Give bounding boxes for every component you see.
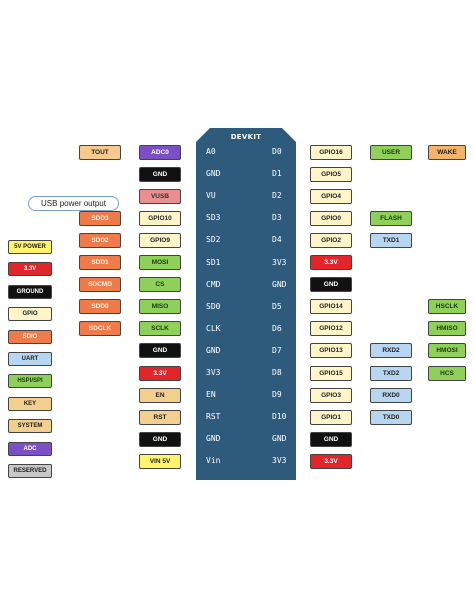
legend-item-ground: GROUND [8, 284, 52, 299]
pin-name-left-gnd: GND [206, 169, 221, 179]
pin-label-sdd0: SDD0 [79, 299, 121, 315]
pin-name-right-3v3: 3V3 [272, 456, 287, 466]
pin-label-hmiso: HMISO [428, 321, 466, 337]
pin-label-rst: RST [139, 409, 181, 425]
pin-label-hsclk: HSCLK [428, 299, 466, 315]
legend-item-5v-power: 5V POWER [8, 240, 52, 254]
pin-label-gpio14: GPIO14 [310, 299, 352, 315]
pin-label-cs: CS [139, 277, 181, 293]
legend-item-3-3v: 3.3V [8, 262, 52, 277]
pin-name-left-sd3: SD3 [206, 213, 221, 223]
pin-label-gpio2: GPIO2 [310, 232, 352, 248]
pin-label-gpio4: GPIO4 [310, 188, 352, 204]
pin-name-left-vu: VU [206, 191, 216, 201]
legend-item-gpio: GPIO [8, 307, 52, 322]
pin-label-gpio10: GPIO10 [139, 210, 181, 226]
pin-name-right-gnd: GND [272, 279, 287, 289]
pin-label-3-3v: 3.3V [310, 453, 352, 469]
pin-label-rxd2: RXD2 [370, 343, 412, 359]
pin-label-txd2: TXD2 [370, 365, 412, 381]
legend-item-uart: UART [8, 352, 52, 366]
pin-name-right-d9: D9 [272, 390, 282, 400]
pin-label-txd1: TXD1 [370, 232, 412, 248]
pin-name-right-d0: D0 [272, 147, 282, 156]
pin-label-gpio12: GPIO12 [310, 321, 352, 337]
legend-item-key: KEY [8, 396, 52, 411]
pin-label-gpio0: GPIO0 [310, 210, 352, 226]
pin-name-left-sd0: SD0 [206, 301, 221, 311]
pin-name-left-3v3: 3V3 [206, 368, 221, 377]
legend-item-reserved: RESERVED [8, 464, 52, 478]
pin-label-adc0: ADC0 [139, 144, 181, 160]
legend-item-sdio: SDIO [8, 329, 52, 344]
pin-name-right-d1: D1 [272, 169, 282, 179]
pin-name-left-sd1: SD1 [206, 257, 221, 267]
pin-label-txd0: TXD0 [370, 409, 412, 425]
pin-label-hcs: HCS [428, 365, 466, 381]
pin-label-gnd: GND [310, 431, 352, 447]
pin-name-left-vin: Vin [206, 456, 221, 466]
pin-label-gpio3: GPIO3 [310, 387, 352, 403]
pin-name-right-d2: D2 [272, 191, 282, 201]
pin-label-sdcmd: SDCMD [79, 277, 121, 293]
usb-power-note: USB power output [28, 196, 119, 211]
pin-label-gpio1: GPIO1 [310, 409, 352, 425]
pin-name-right-d8: D8 [272, 368, 282, 377]
pin-label-gpio13: GPIO13 [310, 343, 352, 359]
pin-label-gnd: GND [310, 277, 352, 293]
pin-label-3-3v: 3.3V [139, 365, 181, 381]
pin-name-right-d4: D4 [272, 235, 282, 245]
pin-name-left-clk: CLK [206, 323, 221, 333]
pin-name-left-en: EN [206, 390, 216, 400]
pin-label-gpio9: GPIO9 [139, 232, 181, 248]
pin-label-vusb: VUSB [139, 188, 181, 204]
pin-label-flash: FLASH [370, 210, 412, 226]
pin-label-sdd3: SDD3 [79, 210, 121, 226]
pin-label-en: EN [139, 387, 181, 403]
pin-label-gpio5: GPIO5 [310, 166, 352, 182]
legend-item-system: SYSTEM [8, 419, 52, 434]
pin-name-right-d3: D3 [272, 213, 282, 223]
pin-label-gnd: GND [139, 343, 181, 359]
pin-label-tout: TOUT [79, 144, 121, 160]
pin-label-gpio16: GPIO16 [310, 144, 352, 160]
pin-name-right-d6: D6 [272, 323, 282, 333]
pin-label-sdclk: SDCLK [79, 321, 121, 337]
legend-item-hspi-spi: HSPI/SPI [8, 374, 52, 389]
pin-name-left-sd2: SD2 [206, 235, 221, 245]
pin-label-sclk: SCLK [139, 321, 181, 337]
pin-label-gnd: GND [139, 431, 181, 447]
pin-label-vin-5v: VIN 5V [139, 453, 181, 469]
pin-label-wake: WAKE [428, 144, 466, 160]
pin-label-miso: MISO [139, 299, 181, 315]
pin-label-gpio15: GPIO15 [310, 365, 352, 381]
pin-name-left-gnd: GND [206, 434, 221, 444]
pin-label-sdd2: SDD2 [79, 232, 121, 248]
pin-label-hmosi: HMOSI [428, 343, 466, 359]
pin-name-right-d7: D7 [272, 345, 282, 355]
pin-name-right-d10: D10 [272, 412, 287, 422]
pin-label-gnd: GND [139, 166, 181, 182]
pin-label-mosi: MOSI [139, 255, 181, 270]
pin-label-rxd0: RXD0 [370, 387, 412, 403]
pin-name-right-gnd: GND [272, 434, 287, 444]
board-title: DEVKIT [230, 133, 262, 141]
devkit-board: DEVKIT [196, 128, 296, 480]
pin-name-right-3v3: 3V3 [272, 257, 287, 267]
pin-name-right-d5: D5 [272, 301, 282, 311]
pin-label-sdd1: SDD1 [79, 255, 121, 270]
pin-name-left-cmd: CMD [206, 279, 221, 289]
legend-item-adc: ADC [8, 441, 52, 456]
pin-name-left-a0: A0 [206, 147, 216, 156]
pin-name-left-gnd: GND [206, 345, 221, 355]
pin-label-3-3v: 3.3V [310, 255, 352, 270]
board-outline [196, 128, 296, 480]
pin-label-user: USER [370, 144, 412, 160]
pin-name-left-rst: RST [206, 412, 221, 422]
